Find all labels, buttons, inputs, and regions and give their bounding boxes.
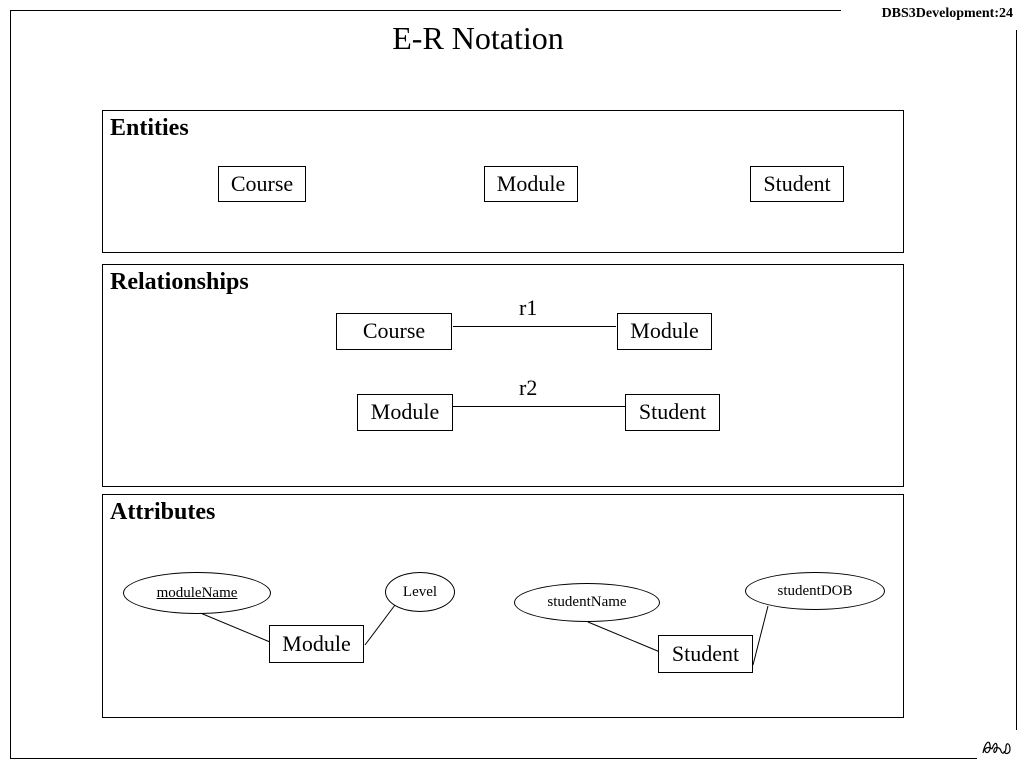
entity-course-box: Course (218, 166, 306, 202)
attribute-level-label: Level (402, 584, 438, 600)
entity-student-box: Student (750, 166, 844, 202)
slide-title: E-R Notation (392, 20, 564, 56)
attributes-panel-title: Attributes (110, 499, 216, 525)
attribute-level-ellipse: Level (385, 572, 455, 612)
attribute-student-entity-box: Student (658, 635, 753, 673)
frame-top-border (10, 10, 841, 11)
attributes-panel: Attributes moduleName Level Module stude… (102, 494, 904, 718)
relationship-r2-line (453, 406, 625, 407)
entity-module-box: Module (484, 166, 578, 202)
frame-right-border (1016, 30, 1017, 730)
relationship-r2-label: r2 (519, 375, 538, 400)
attribute-studentname-label: studentName (547, 594, 627, 610)
signature-logo-icon (982, 741, 1011, 755)
relationship-r2-right-entity: Student (625, 394, 720, 431)
relationship-r1-left-entity: Course (336, 313, 452, 350)
frame-left-border (10, 10, 11, 758)
attribute-modulename-ellipse: moduleName (123, 572, 271, 614)
slide-tag: DBS3Development:24 (881, 6, 1013, 21)
entities-panel: Entities Course Module Student (102, 110, 904, 253)
frame-bottom-border (10, 758, 977, 759)
attribute-connector-lines (197, 604, 769, 666)
attribute-studentname-ellipse: studentName (514, 583, 660, 622)
entities-panel-title: Entities (110, 115, 189, 141)
attribute-modulename-key-label: moduleName (156, 585, 238, 601)
relationship-r1-right-entity: Module (617, 313, 712, 350)
attribute-module-entity-box: Module (269, 625, 364, 663)
relationships-panel: Relationships Course r1 Module Module r2… (102, 264, 904, 487)
attribute-studentdob-ellipse: studentDOB (745, 572, 885, 610)
relationship-r1-line (453, 326, 616, 327)
relationship-r1-label: r1 (519, 295, 538, 320)
attribute-studentdob-label: studentDOB (777, 583, 853, 599)
relationships-panel-title: Relationships (110, 269, 249, 295)
relationship-r2-left-entity: Module (357, 394, 453, 431)
